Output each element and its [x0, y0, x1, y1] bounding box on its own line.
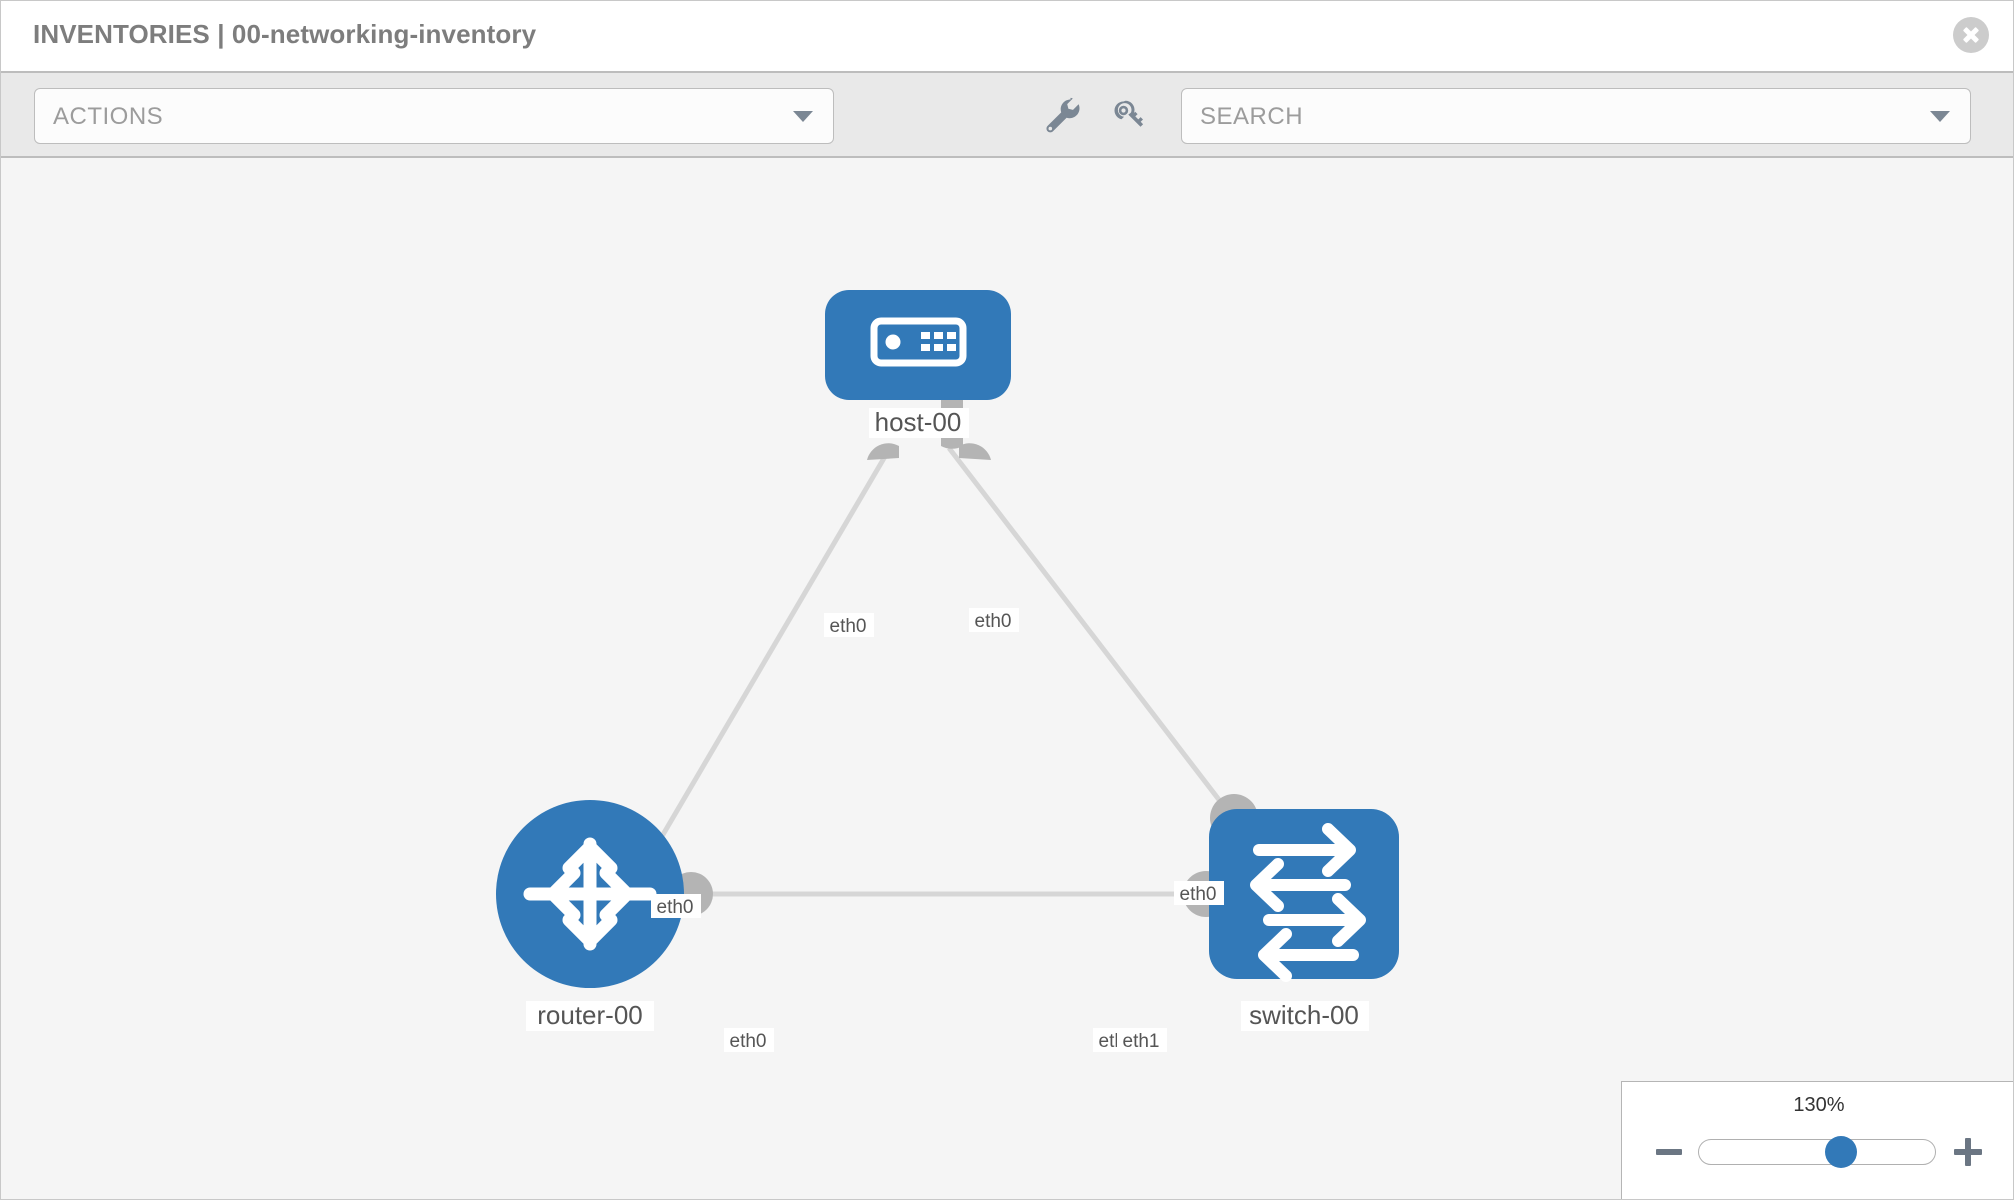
host-00-shape[interactable]: [825, 290, 1011, 400]
page-title: INVENTORIES | 00-networking-inventory: [33, 19, 537, 49]
plus-icon[interactable]: [1952, 1130, 1986, 1174]
link-host-switch[interactable]: [947, 446, 1235, 820]
zoom-slider-track[interactable]: [1698, 1136, 1936, 1168]
actions-dropdown-label: ACTIONS: [53, 103, 164, 130]
window-header: INVENTORIES | 00-networking-inventory: [1, 1, 2013, 71]
chevron-down-icon: [1930, 111, 1950, 122]
zoom-level-value: 130%: [1793, 1094, 1845, 1116]
iface-label-switch-to-host: eth0: [1180, 884, 1217, 905]
node-router-00[interactable]: router-00: [496, 800, 684, 1031]
chevron-down-icon: [793, 111, 813, 122]
iface-label-bg-host-switch: [969, 608, 1019, 632]
link-host-router[interactable]: [658, 446, 893, 840]
nub-host-right2: [959, 443, 991, 460]
search-placeholder: SEARCH: [1200, 103, 1304, 130]
iface-label-host-to-router: eth0: [830, 616, 867, 637]
node-switch-00[interactable]: switch-00: [1209, 809, 1399, 1031]
node-host-00[interactable]: host-00: [825, 290, 1011, 438]
iface-label-host-to-switch: eth0: [975, 611, 1012, 632]
host-00-label-bg: [869, 408, 969, 438]
iface-label-router-to-host: eth0: [657, 897, 694, 918]
zoom-slider-row: [1622, 1130, 2013, 1174]
topology-graph: host-00: [496, 290, 1399, 1052]
search-input[interactable]: SEARCH: [1181, 88, 1971, 144]
iface-label-router-to-switch: eth0: [730, 1031, 767, 1052]
zoom-slider-thumb[interactable]: [1824, 1136, 1857, 1168]
iface-label-bg-host-router: [824, 613, 874, 637]
nub-host-left: [867, 443, 899, 460]
iface-label-switch-to-router: eth1: [1123, 1031, 1160, 1052]
key-icon[interactable]: [1107, 95, 1149, 137]
iface-label-bg-switch-uplink: [1174, 881, 1224, 905]
node-label-router-00: router-00: [537, 1000, 643, 1030]
iface-label-bg-router-lan: [724, 1028, 774, 1052]
router-arrows-icon: [523, 837, 657, 951]
zoom-control-panel: 130%: [1621, 1081, 2013, 1199]
actions-dropdown[interactable]: ACTIONS: [34, 88, 834, 144]
iface-label-bg-router-uplink: [651, 894, 701, 918]
router-00-label-bg: [526, 1001, 654, 1031]
node-label-host-00: host-00: [875, 407, 962, 437]
interface-labels-layer: eth0 eth0 eth0 eth0 eth0 eth0 eth1: [651, 608, 1224, 1052]
server-appliance-icon: [870, 317, 967, 367]
links-layer: [658, 446, 1235, 897]
node-label-switch-00: switch-00: [1249, 1000, 1359, 1030]
switch-arrows-icon: [1250, 823, 1366, 982]
connector-nubs-layer: [669, 400, 1258, 917]
close-icon[interactable]: [1953, 17, 1989, 53]
iface-label-bg-switch-lan: [1117, 1028, 1167, 1052]
wrench-icon[interactable]: [1040, 95, 1082, 137]
topology-canvas[interactable]: host-00: [1, 158, 2013, 1199]
toolbar: ACTIONS SEARCH: [1, 71, 2013, 158]
minus-icon[interactable]: [1654, 1130, 1688, 1174]
switch-00-label-bg: [1241, 1001, 1369, 1031]
